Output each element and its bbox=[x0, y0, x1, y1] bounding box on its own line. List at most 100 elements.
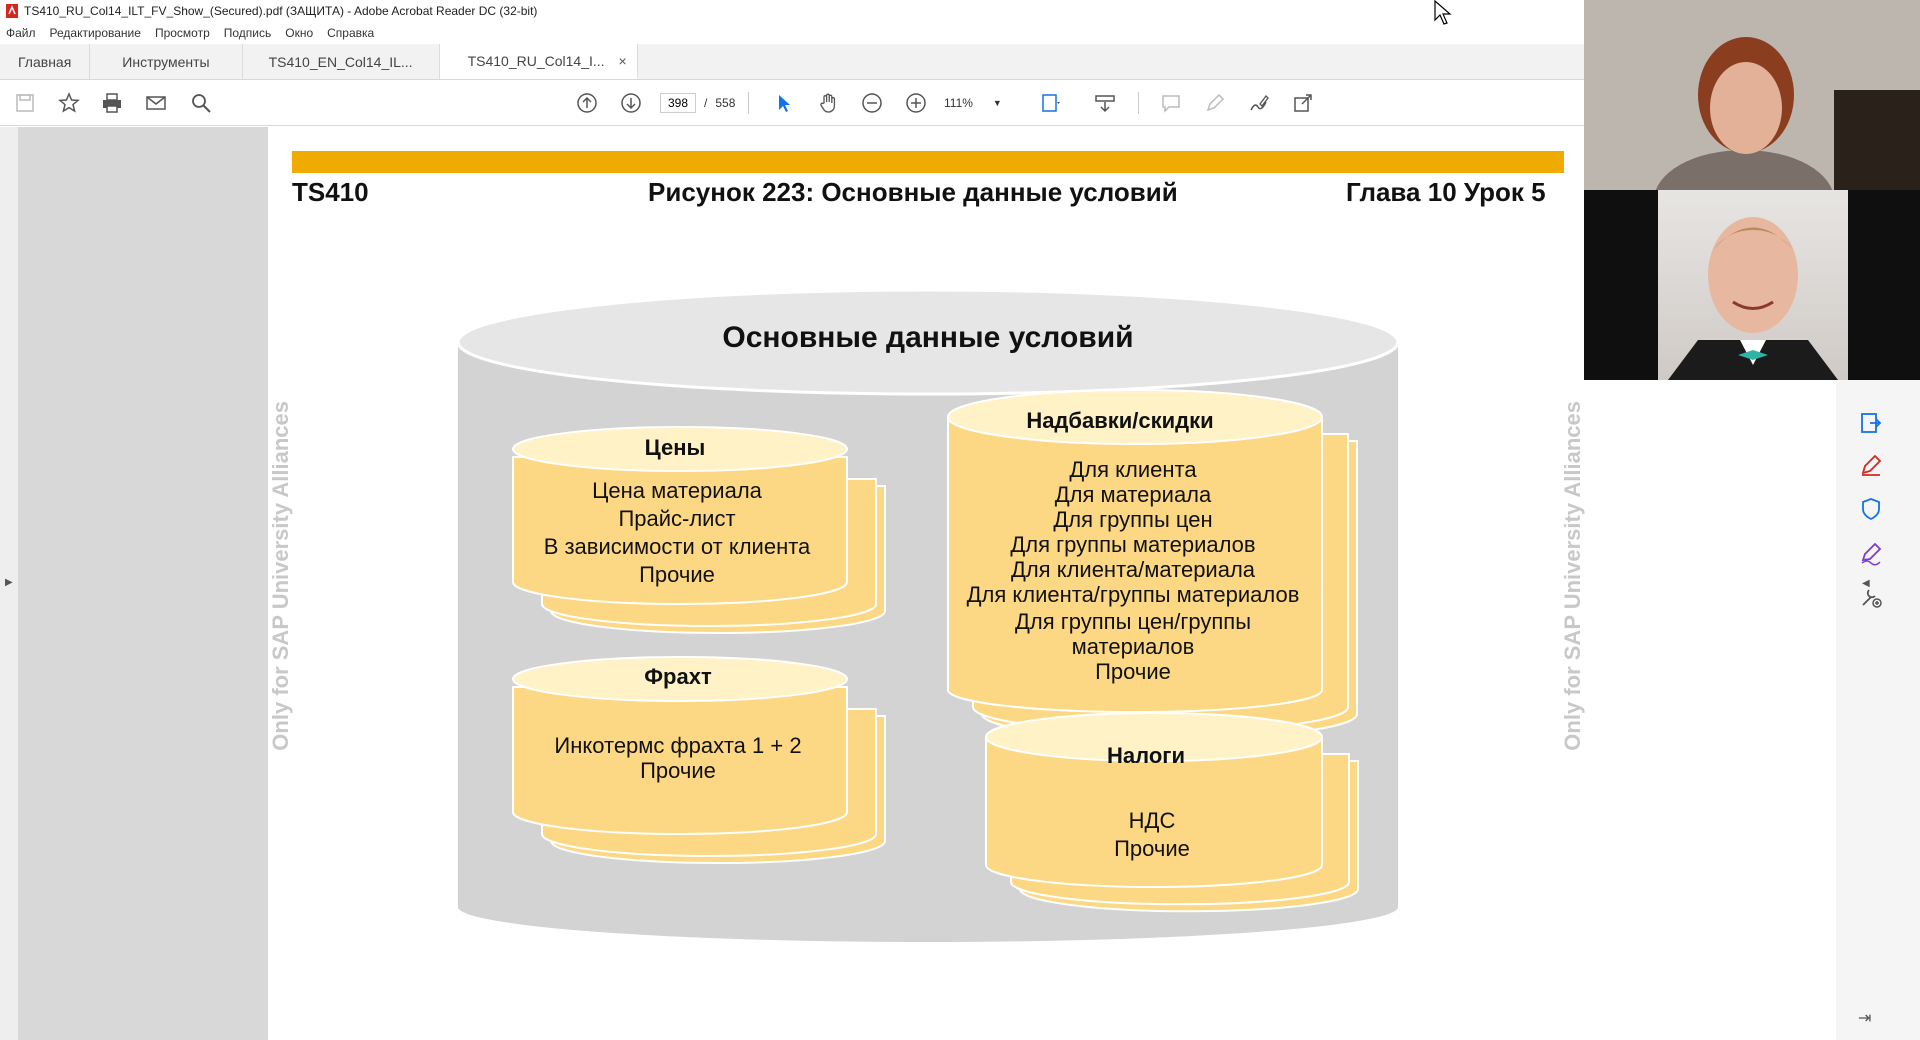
zoom-value: 111% bbox=[944, 96, 973, 110]
tab-home[interactable]: Главная bbox=[0, 44, 91, 79]
tab-tools[interactable]: Инструменты bbox=[90, 44, 243, 79]
pen-icon bbox=[1206, 93, 1225, 112]
chevron-right-icon: ▶ bbox=[5, 577, 13, 588]
cursor-arrow-icon bbox=[1434, 0, 1452, 25]
share-button[interactable] bbox=[1290, 90, 1316, 116]
save-icon bbox=[16, 94, 34, 112]
signature-pen-icon bbox=[1861, 542, 1882, 566]
surcharges-line: Для клиента bbox=[1069, 457, 1197, 482]
freight-line: Инкотермс фрахта 1 + 2 bbox=[554, 733, 801, 758]
surcharges-line: Для группы материалов bbox=[1010, 532, 1255, 557]
pen-icon bbox=[1861, 454, 1882, 476]
minus-circle-icon bbox=[862, 93, 882, 113]
print-button[interactable] bbox=[99, 90, 125, 116]
taxes-cylinder bbox=[985, 712, 1359, 913]
figure-title: Рисунок 223: Основные данные условий bbox=[648, 177, 1178, 207]
menu-file[interactable]: Файл bbox=[6, 26, 36, 40]
surcharges-line: материалов bbox=[1072, 634, 1195, 659]
participant-video-2 bbox=[1584, 190, 1920, 380]
mouse-cursor bbox=[1434, 0, 1452, 31]
zoom-select[interactable]: 111% ▼ bbox=[944, 92, 1014, 114]
tab-bar: Главная Инструменты TS410_EN_Col14_IL...… bbox=[0, 44, 1584, 80]
panel-toggle-left-icon[interactable]: ◀ bbox=[1862, 578, 1870, 589]
main-title: Основные данные условий bbox=[722, 321, 1133, 354]
highlight-button[interactable] bbox=[1202, 90, 1228, 116]
toolbar-separator bbox=[1138, 92, 1139, 114]
right-tools-panel: ⇥ bbox=[1836, 370, 1920, 1040]
tab-document-ru[interactable]: TS410_RU_Col14_I... × bbox=[439, 44, 638, 79]
sign-button[interactable] bbox=[1246, 90, 1272, 116]
prices-cylinder bbox=[512, 426, 886, 634]
comment-icon bbox=[1162, 95, 1180, 113]
scroll-mode-button[interactable] bbox=[1092, 90, 1118, 116]
menu-edit[interactable]: Редактирование bbox=[49, 26, 141, 40]
select-tool-button[interactable] bbox=[771, 90, 797, 116]
surcharges-line: Для группы цен/группы bbox=[1015, 609, 1251, 634]
comment-button[interactable] bbox=[1158, 90, 1184, 116]
prices-title: Цены bbox=[645, 435, 706, 460]
window-titlebar: TS410_RU_Col14_ILT_FV_Show_(Secured).pdf… bbox=[0, 0, 1584, 22]
freight-line: Прочие bbox=[640, 758, 716, 783]
surcharges-line: Для группы цен bbox=[1053, 507, 1212, 532]
tools-add-icon bbox=[1862, 589, 1882, 608]
surcharges-line: Для клиента/группы материалов bbox=[967, 582, 1300, 607]
acrobat-icon bbox=[6, 4, 18, 18]
freight-cylinder bbox=[512, 656, 886, 864]
export-pdf-icon bbox=[1861, 413, 1882, 433]
plus-circle-icon bbox=[906, 93, 926, 113]
course-code: TS410 bbox=[292, 177, 369, 207]
zoom-out-button[interactable] bbox=[859, 90, 885, 116]
scroll-mode-icon bbox=[1095, 95, 1115, 113]
bookmark-button[interactable] bbox=[56, 90, 82, 116]
save-button[interactable] bbox=[12, 90, 38, 116]
window-title: TS410_RU_Col14_ILT_FV_Show_(Secured).pdf… bbox=[24, 4, 538, 18]
export-pdf-tool[interactable] bbox=[1858, 410, 1886, 438]
search-icon bbox=[192, 94, 211, 113]
header-accent-bar bbox=[292, 151, 1564, 173]
more-tools[interactable] bbox=[1858, 584, 1886, 612]
freight-title: Фрахт bbox=[644, 664, 712, 689]
search-button[interactable] bbox=[188, 90, 214, 116]
chevron-down-icon: ▼ bbox=[992, 98, 1002, 108]
menu-sign[interactable]: Подпись bbox=[223, 26, 272, 40]
conditions-diagram: Основные данные условий Цены Цена матери… bbox=[456, 288, 1400, 942]
share-icon bbox=[1294, 94, 1312, 112]
page-number-input[interactable] bbox=[660, 93, 696, 113]
surcharges-line: Для клиента/материала bbox=[1011, 557, 1256, 582]
fit-page-icon bbox=[1042, 94, 1060, 112]
page-total: 558 bbox=[715, 96, 736, 110]
taxes-line: Прочие bbox=[1114, 836, 1190, 861]
left-panel-toggle[interactable]: ▶ bbox=[0, 127, 18, 1040]
prices-line: Прочие bbox=[639, 562, 715, 587]
prev-page-button[interactable] bbox=[574, 90, 600, 116]
menu-help[interactable]: Справка bbox=[327, 26, 375, 40]
menu-view[interactable]: Просмотр bbox=[154, 26, 210, 40]
participant-avatar-1 bbox=[1584, 0, 1920, 190]
pointer-icon bbox=[779, 95, 790, 112]
edit-pdf-tool[interactable] bbox=[1858, 452, 1886, 480]
prices-line: Прайс-лист bbox=[618, 506, 735, 531]
surcharges-line: Для материала bbox=[1055, 482, 1212, 507]
tab-document-en[interactable]: TS410_EN_Col14_IL... bbox=[243, 44, 440, 79]
hand-tool-button[interactable] bbox=[815, 90, 841, 116]
envelope-icon bbox=[146, 96, 166, 110]
fit-page-button[interactable] bbox=[1038, 90, 1064, 116]
toolbar bbox=[0, 80, 1584, 126]
close-icon[interactable]: × bbox=[618, 52, 627, 69]
next-page-button[interactable] bbox=[618, 90, 644, 116]
surcharges-cylinder bbox=[947, 389, 1358, 740]
menu-window[interactable]: Окно bbox=[285, 26, 314, 40]
toolbar-separator bbox=[748, 92, 749, 114]
surcharges-line: Прочие bbox=[1095, 659, 1171, 684]
chapter-label: Глава 10 Урок 5 bbox=[1346, 177, 1546, 207]
page-navigator: / 558 bbox=[660, 92, 756, 114]
protect-tool[interactable] bbox=[1858, 496, 1886, 524]
email-button[interactable] bbox=[143, 90, 169, 116]
fill-sign-tool[interactable] bbox=[1858, 540, 1886, 568]
shield-icon bbox=[1862, 498, 1880, 521]
participant-avatar-2 bbox=[1668, 217, 1838, 380]
participant-video-1 bbox=[1584, 0, 1920, 190]
zoom-in-button[interactable] bbox=[903, 90, 929, 116]
signature-icon bbox=[1250, 95, 1269, 111]
collapse-panel-icon[interactable]: ⇥ bbox=[1858, 1010, 1872, 1027]
